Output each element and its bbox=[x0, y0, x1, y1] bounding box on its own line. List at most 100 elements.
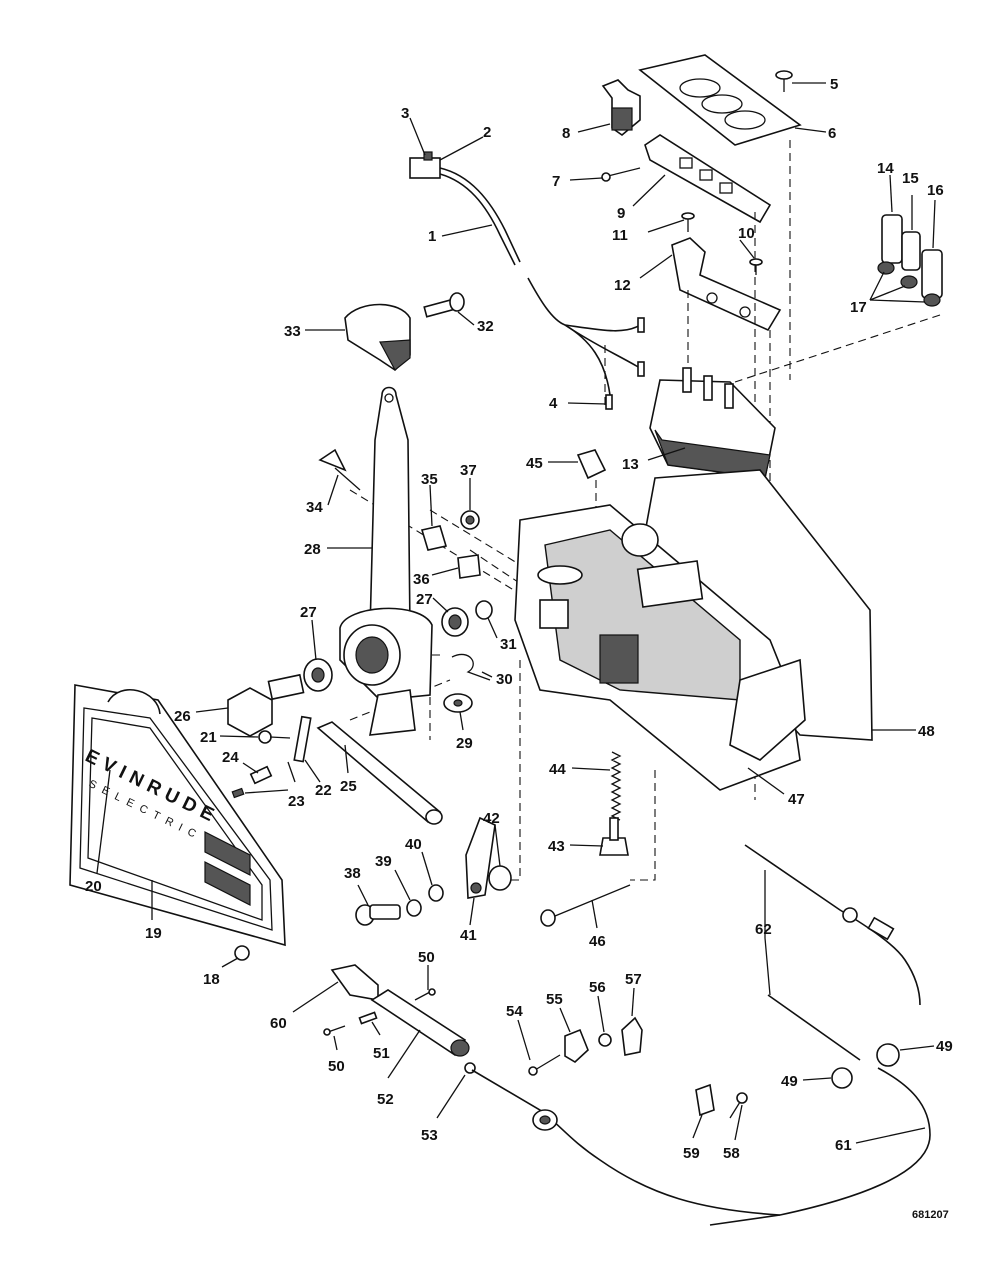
callout-label: 36 bbox=[413, 571, 430, 588]
callout-label: 55 bbox=[546, 991, 563, 1008]
callouts: 1 2 3 4 5 6 7 8 9 10 11 12 13 bbox=[85, 76, 953, 1162]
pin-51 bbox=[358, 1011, 378, 1025]
callout-label: 47 bbox=[788, 791, 805, 808]
spring-44 bbox=[610, 751, 622, 821]
callout-label: 19 bbox=[145, 925, 162, 942]
plunger-43 bbox=[599, 817, 629, 856]
screw-7 bbox=[601, 167, 641, 182]
terminal-caps bbox=[877, 214, 943, 307]
callout-label: 62 bbox=[755, 921, 772, 938]
callout-label: 11 bbox=[612, 227, 628, 244]
screw-11 bbox=[681, 212, 695, 232]
bushing-27b bbox=[303, 658, 333, 692]
shaft-25 bbox=[316, 721, 443, 825]
callout-label: 54 bbox=[506, 1003, 523, 1020]
callout-label: 4 bbox=[549, 395, 558, 412]
handle-knob bbox=[344, 303, 411, 372]
callout-label: 27 bbox=[416, 591, 433, 608]
callout-label: 40 bbox=[405, 836, 422, 853]
control-lever bbox=[339, 386, 433, 736]
callout-label: 45 bbox=[526, 455, 543, 472]
boot-45 bbox=[576, 449, 607, 480]
callout-label: 52 bbox=[377, 1091, 394, 1108]
mount-bracket-12 bbox=[671, 237, 782, 332]
callout-label: 18 bbox=[203, 971, 220, 988]
callout-label: 23 bbox=[288, 793, 305, 810]
callout-label: 42 bbox=[483, 810, 500, 827]
callout-label: 28 bbox=[304, 541, 321, 558]
callout-label: 51 bbox=[373, 1045, 390, 1062]
callout-label: 31 bbox=[500, 636, 517, 653]
tube-52 bbox=[370, 989, 470, 1057]
callout-label: 58 bbox=[723, 1145, 740, 1162]
screw-46 bbox=[540, 884, 631, 927]
callout-label: 10 bbox=[738, 225, 755, 242]
callout-label: 7 bbox=[552, 173, 560, 190]
callout-label: 48 bbox=[918, 723, 935, 740]
callout-label: 32 bbox=[477, 318, 494, 335]
callout-label: 2 bbox=[483, 124, 491, 141]
bushing-27a bbox=[441, 607, 469, 637]
faceplate: EVINRUDE SELECTRIC bbox=[69, 684, 286, 947]
callout-label: 6 bbox=[828, 125, 836, 142]
switch bbox=[601, 79, 641, 137]
callout-label: 14 bbox=[877, 160, 894, 177]
screw-21 bbox=[258, 730, 291, 744]
pin-23 bbox=[231, 787, 245, 799]
callout-label: 17 bbox=[850, 299, 867, 316]
clamp-57 bbox=[621, 1016, 643, 1056]
callout-label: 29 bbox=[456, 735, 473, 752]
callout-label: 38 bbox=[344, 865, 361, 882]
clip-59 bbox=[695, 1083, 715, 1117]
screw-18 bbox=[234, 945, 250, 961]
screw-50a bbox=[414, 988, 436, 1001]
callout-label: 3 bbox=[401, 105, 409, 122]
callout-label: 1 bbox=[428, 228, 436, 245]
callout-label: 41 bbox=[460, 927, 477, 944]
callout-label: 44 bbox=[549, 761, 566, 778]
callout-label: 61 bbox=[835, 1137, 852, 1154]
callout-label: 15 bbox=[902, 170, 919, 187]
bushing-42 bbox=[488, 865, 512, 891]
callout-label: 33 bbox=[284, 323, 301, 340]
clip-55 bbox=[564, 1028, 589, 1063]
spring-30 bbox=[451, 653, 491, 681]
callout-label: 60 bbox=[270, 1015, 287, 1032]
callout-label: 59 bbox=[683, 1145, 700, 1162]
callout-label: 34 bbox=[306, 499, 323, 516]
callout-label: 53 bbox=[421, 1127, 438, 1144]
callout-label: 49 bbox=[936, 1038, 953, 1055]
screw-10 bbox=[749, 258, 763, 275]
callout-label: 26 bbox=[174, 708, 191, 725]
callout-label: 37 bbox=[460, 462, 477, 479]
bolt-38 bbox=[355, 904, 401, 926]
reference-number: 681207 bbox=[912, 1209, 949, 1221]
callout-label: 21 bbox=[200, 729, 217, 746]
cable-62 bbox=[744, 844, 921, 1006]
callout-label: 16 bbox=[927, 182, 944, 199]
nut-49a bbox=[831, 1067, 853, 1089]
block-35 bbox=[420, 525, 448, 551]
cable-61 bbox=[471, 994, 931, 1226]
callout-label: 13 bbox=[622, 456, 639, 473]
callout-label: 22 bbox=[315, 782, 332, 799]
callout-label: 30 bbox=[496, 671, 513, 688]
clip-36 bbox=[457, 554, 481, 579]
knob-screw bbox=[423, 292, 465, 318]
clip-60 bbox=[330, 964, 379, 1001]
screw-58 bbox=[729, 1092, 748, 1119]
nut-56 bbox=[598, 1033, 612, 1047]
screw-34 bbox=[318, 448, 361, 491]
callout-label: 5 bbox=[830, 76, 838, 93]
washer-40 bbox=[428, 884, 444, 902]
washer-39 bbox=[406, 899, 422, 917]
pin-24 bbox=[249, 765, 273, 785]
screw-5 bbox=[775, 70, 793, 92]
callout-label: 57 bbox=[625, 971, 642, 988]
callout-label: 43 bbox=[548, 838, 565, 855]
callout-label: 27 bbox=[300, 604, 317, 621]
terminal-block bbox=[649, 367, 776, 479]
callout-label: 24 bbox=[222, 749, 239, 766]
callout-label: 50 bbox=[418, 949, 435, 966]
